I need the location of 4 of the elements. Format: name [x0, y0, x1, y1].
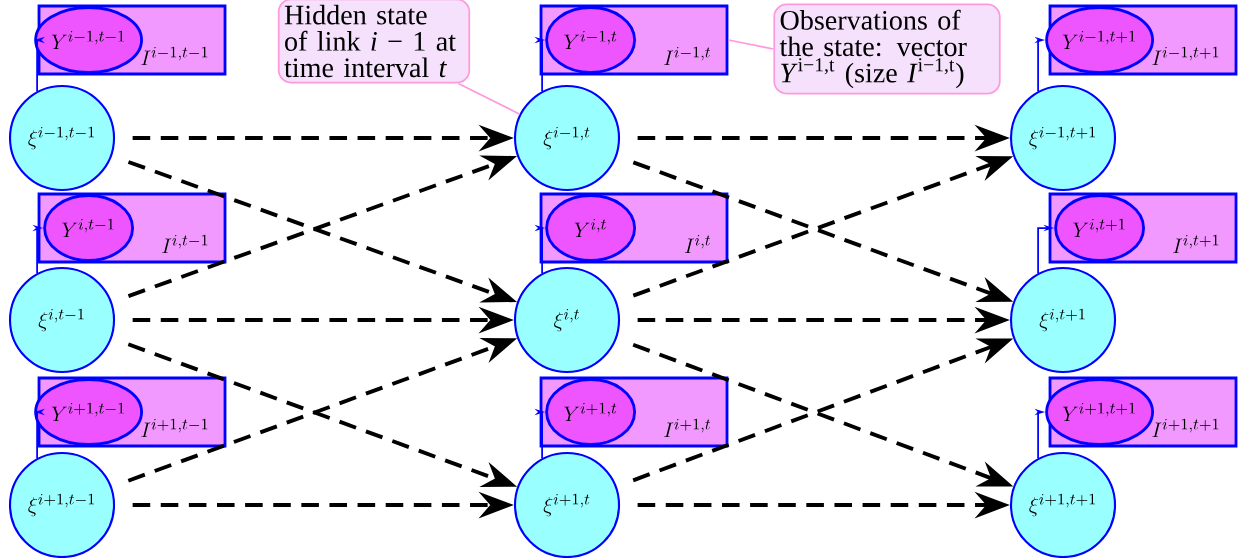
- leader-line: [457, 82, 521, 116]
- leader-line: [727, 39, 775, 50]
- callout-box: Hidden state of link i − 1 at time interval t: [277, 0, 471, 84]
- callout-box: Observations of the state: vector Y$^{i−1,t}$ (size I$^{i−1,t}$): [773, 3, 1001, 95]
